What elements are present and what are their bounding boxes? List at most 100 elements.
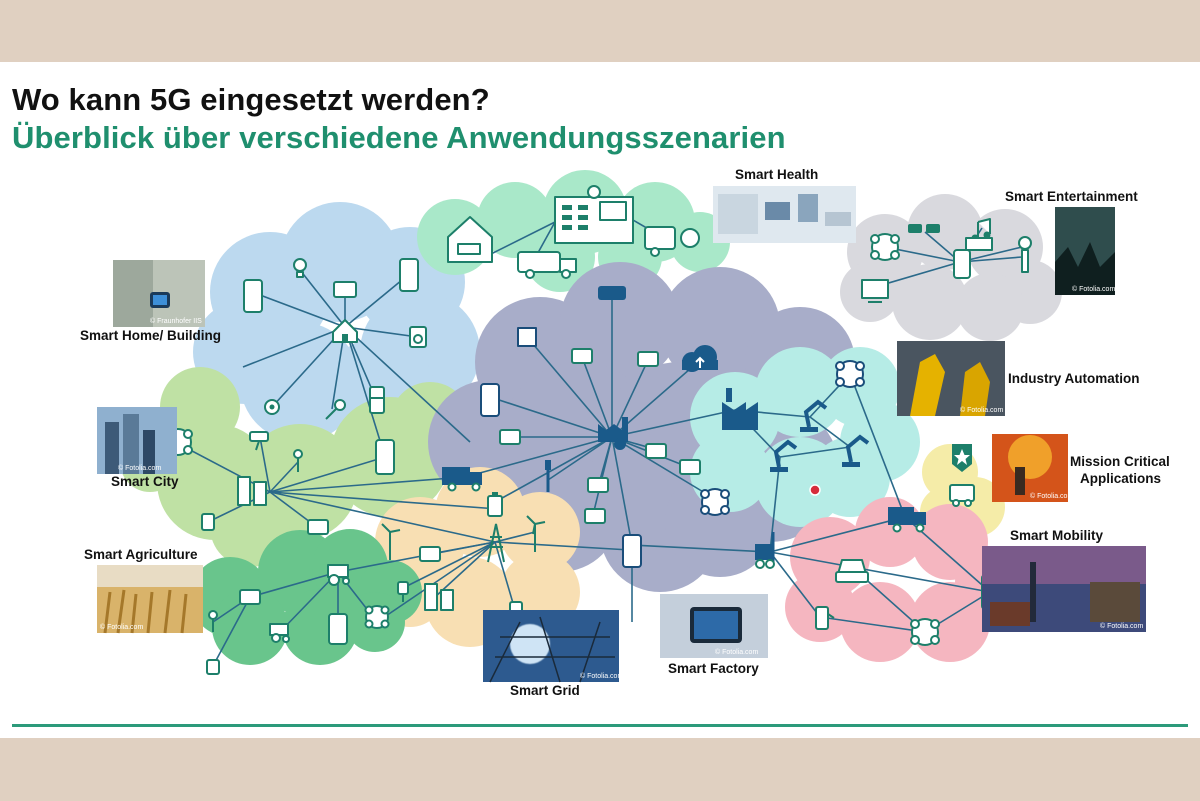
photo-industry-automation: © Fotolia.com bbox=[897, 341, 1005, 416]
label-mission-critical-line1: Mission Critical bbox=[1070, 454, 1170, 469]
sensor-chart-icon bbox=[679, 459, 701, 475]
label-smart-entertainment: Smart Entertainment bbox=[1005, 189, 1138, 204]
factory-icon bbox=[598, 417, 628, 450]
sensor-chart-icon bbox=[645, 443, 667, 459]
sensor-chart-icon bbox=[571, 348, 593, 364]
label-smart-agriculture: Smart Agriculture bbox=[84, 547, 198, 562]
car-icon bbox=[835, 559, 869, 583]
slide-subtitle: Überblick über verschiedene Anwendungssz… bbox=[12, 120, 786, 155]
svg-text:© Fotolia.com: © Fotolia.com bbox=[715, 648, 758, 656]
buildings-icon bbox=[237, 476, 267, 506]
hospital-building-icon bbox=[554, 185, 634, 244]
sensor-chart-icon bbox=[419, 546, 441, 562]
smartphone-icon bbox=[622, 534, 642, 568]
label-smart-city: Smart City bbox=[111, 474, 179, 489]
ambulance-icon bbox=[517, 251, 577, 279]
label-smart-factory: Smart Factory bbox=[668, 661, 759, 676]
svg-text:© Fotolia.com: © Fotolia.com bbox=[1030, 492, 1073, 500]
robot-arm-icon bbox=[800, 399, 828, 432]
sensor-chart-icon bbox=[637, 351, 659, 367]
wind-turbine-icon bbox=[526, 515, 546, 552]
sensor-chart-icon bbox=[239, 589, 261, 605]
power-pylon-icon bbox=[487, 523, 505, 563]
label-industry-automation: Industry Automation bbox=[1008, 371, 1140, 386]
svg-text:© Fotolia.com: © Fotolia.com bbox=[960, 406, 1003, 414]
robot-arm-icon bbox=[770, 439, 798, 472]
weather-station-icon bbox=[293, 449, 303, 472]
photo-smart-city: © Fotolia.com bbox=[97, 407, 177, 474]
wind-turbine-icon bbox=[381, 523, 401, 560]
pointer-dot-icon bbox=[809, 484, 821, 496]
buildings-icon bbox=[424, 583, 454, 611]
forklift-icon bbox=[755, 532, 775, 569]
key-icon bbox=[325, 399, 346, 420]
svg-text:© Fotolia.com: © Fotolia.com bbox=[100, 623, 143, 631]
microphone-icon bbox=[1018, 236, 1032, 273]
medical-van-icon bbox=[644, 226, 700, 257]
washing-machine-icon bbox=[409, 326, 427, 348]
svg-text:© Fotolia.com: © Fotolia.com bbox=[118, 464, 161, 472]
cctv-camera-icon bbox=[249, 431, 269, 451]
svg-text:© Fotolia.com: © Fotolia.com bbox=[1100, 622, 1143, 630]
weather-station-icon bbox=[208, 610, 218, 632]
smartphone-icon bbox=[953, 249, 971, 279]
sensor-box-icon bbox=[201, 513, 215, 531]
label-mission-critical-line2: Applications bbox=[1080, 471, 1161, 486]
music-note-icon bbox=[971, 218, 991, 242]
photo-smart-agriculture: © Fotolia.com bbox=[97, 565, 203, 634]
tractor-icon bbox=[269, 623, 290, 643]
photo-smart-mobility: © Fotolia.com bbox=[982, 546, 1146, 632]
drone-icon bbox=[835, 360, 865, 388]
factory-icon bbox=[722, 388, 758, 430]
svg-text:© Fraunhofer IIS: © Fraunhofer IIS bbox=[150, 317, 202, 325]
power-plug-icon bbox=[397, 581, 409, 602]
lightbulb-icon bbox=[293, 258, 307, 278]
ev-charger-icon bbox=[815, 606, 835, 630]
slide-title: Wo kann 5G eingesetzt werden? bbox=[12, 82, 490, 117]
label-smart-mobility: Smart Mobility bbox=[1010, 528, 1104, 543]
sensor-chart-icon bbox=[499, 429, 521, 445]
smartphone-icon bbox=[375, 439, 395, 475]
drone-icon bbox=[870, 233, 900, 261]
cloud-smart-agriculture bbox=[190, 529, 422, 665]
monitor-icon bbox=[861, 279, 889, 303]
solar-panel-icon bbox=[517, 327, 537, 347]
label-smart-grid: Smart Grid bbox=[510, 683, 580, 698]
webcam-icon bbox=[264, 399, 280, 415]
label-smart-home-building: Smart Home/ Building bbox=[80, 328, 221, 343]
ambulance-icon bbox=[949, 484, 975, 507]
sensor-box-icon bbox=[206, 659, 220, 675]
battery-icon bbox=[487, 492, 503, 517]
robot-arm-icon bbox=[842, 434, 870, 467]
photo-smart-home: © Fraunhofer IIS bbox=[113, 260, 205, 327]
hospital-bed-house-icon bbox=[447, 216, 493, 263]
photo-smart-grid: © Fotolia.com bbox=[483, 610, 623, 683]
drone-icon bbox=[364, 605, 390, 629]
sensor-chart-icon bbox=[307, 519, 329, 535]
sheet-music-icon bbox=[965, 237, 993, 251]
sheriff-badge-icon bbox=[952, 444, 972, 472]
vr-headset-icon bbox=[598, 286, 626, 300]
scenario-diagram: © Fotolia.com © Fraunhofer IIS © Fotolia… bbox=[80, 167, 1170, 698]
photo-smart-factory: © Fotolia.com bbox=[660, 594, 768, 658]
truck-icon bbox=[888, 507, 926, 533]
footer-rule bbox=[12, 724, 1188, 727]
photo-mission-critical: © Fotolia.com bbox=[992, 434, 1073, 502]
sensor-chart-icon bbox=[587, 477, 609, 493]
fridge-icon bbox=[369, 386, 385, 414]
smartphone-icon bbox=[480, 383, 500, 417]
vr-glasses-icon bbox=[908, 224, 940, 233]
svg-text:© Fotolia.com: © Fotolia.com bbox=[1072, 285, 1115, 293]
smartphone-icon bbox=[243, 279, 263, 313]
sensor-chart-icon bbox=[333, 281, 357, 298]
smartphone-icon bbox=[328, 613, 348, 645]
sensor-chart-icon bbox=[584, 508, 606, 524]
drone-icon bbox=[910, 618, 940, 646]
photo-smart-entertainment: © Fotolia.com bbox=[1055, 207, 1115, 295]
label-smart-health: Smart Health bbox=[735, 167, 818, 182]
cloud-upload-icon bbox=[682, 345, 718, 372]
truck-icon bbox=[442, 467, 482, 492]
house-icon bbox=[332, 319, 358, 343]
screwdriver-icon bbox=[545, 460, 551, 492]
tractor-icon bbox=[327, 564, 350, 586]
